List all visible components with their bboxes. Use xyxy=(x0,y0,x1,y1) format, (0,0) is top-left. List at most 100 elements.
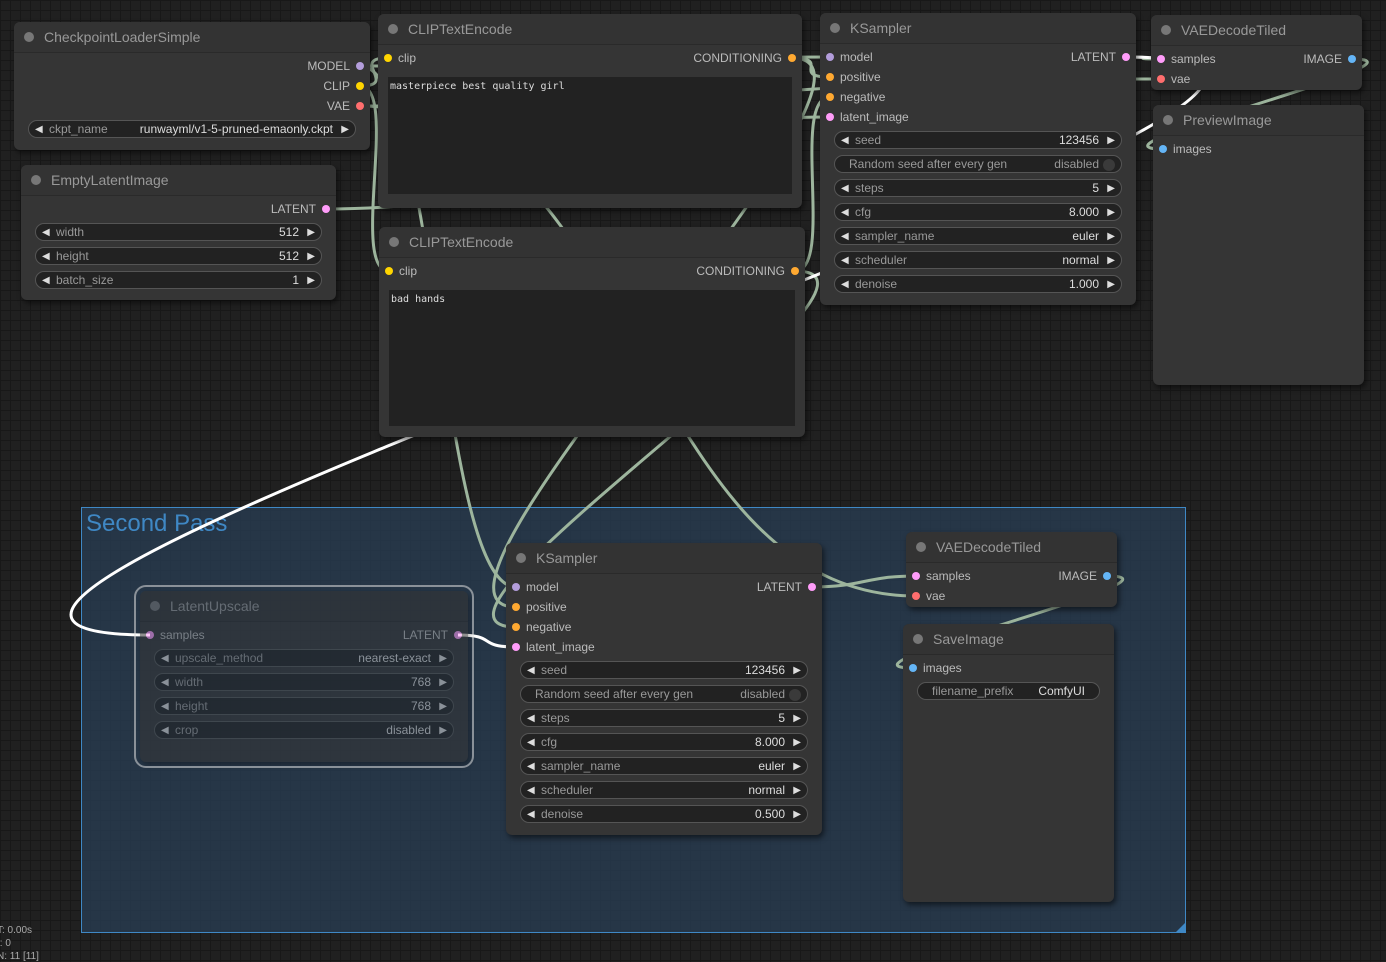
decrement-arrow-icon[interactable]: ◀ xyxy=(42,227,50,238)
decrement-arrow-icon[interactable]: ◀ xyxy=(527,737,535,748)
node-title-bar[interactable]: LatentUpscale xyxy=(140,591,468,622)
conditioning-slot-dot-icon[interactable] xyxy=(791,267,799,275)
node-title-bar[interactable]: KSampler xyxy=(820,13,1136,44)
increment-arrow-icon[interactable]: ▶ xyxy=(439,701,447,712)
decrement-arrow-icon[interactable]: ◀ xyxy=(841,183,849,194)
input-slot-negative[interactable]: negative xyxy=(512,619,571,635)
vae-slot-dot-icon[interactable] xyxy=(912,592,920,600)
node-title-bar[interactable]: CheckpointLoaderSimple xyxy=(14,22,370,53)
latent-slot-dot-icon[interactable] xyxy=(322,205,330,213)
node-title-bar[interactable]: PreviewImage xyxy=(1153,105,1364,136)
decrement-arrow-icon[interactable]: ◀ xyxy=(161,677,169,688)
clip-slot-dot-icon[interactable] xyxy=(356,82,364,90)
increment-arrow-icon[interactable]: ▶ xyxy=(793,737,801,748)
output-slot-IMAGE[interactable]: IMAGE xyxy=(1058,568,1111,584)
increment-arrow-icon[interactable]: ▶ xyxy=(307,251,315,262)
wire-negative-ks2[interactable] xyxy=(492,269,819,629)
increment-arrow-icon[interactable]: ▶ xyxy=(439,725,447,736)
conditioning-slot-dot-icon[interactable] xyxy=(512,623,520,631)
output-slot-MODEL[interactable]: MODEL xyxy=(307,58,364,74)
collapse-dot-icon[interactable] xyxy=(388,24,398,34)
increment-arrow-icon[interactable]: ▶ xyxy=(1107,135,1115,146)
collapse-dot-icon[interactable] xyxy=(1163,115,1173,125)
collapse-dot-icon[interactable] xyxy=(830,23,840,33)
wire-clip-encode2[interactable] xyxy=(359,84,390,273)
collapse-dot-icon[interactable] xyxy=(516,553,526,563)
model-slot-dot-icon[interactable] xyxy=(512,583,520,591)
input-slot-latent_image[interactable]: latent_image xyxy=(512,639,595,655)
input-slot-samples[interactable]: samples xyxy=(1157,51,1216,67)
decrement-arrow-icon[interactable]: ◀ xyxy=(527,785,535,796)
increment-arrow-icon[interactable]: ▶ xyxy=(307,275,315,286)
output-slot-IMAGE[interactable]: IMAGE xyxy=(1303,51,1356,67)
increment-arrow-icon[interactable]: ▶ xyxy=(1107,231,1115,242)
conditioning-slot-dot-icon[interactable] xyxy=(826,93,834,101)
decrement-arrow-icon[interactable]: ◀ xyxy=(841,279,849,290)
node-title-bar[interactable]: CLIPTextEncode xyxy=(379,227,805,258)
output-slot-LATENT[interactable]: LATENT xyxy=(271,201,330,217)
decrement-arrow-icon[interactable]: ◀ xyxy=(527,809,535,820)
latent-slot-dot-icon[interactable] xyxy=(826,113,834,121)
latent-slot-dot-icon[interactable] xyxy=(512,643,520,651)
prompt-textarea[interactable]: bad hands xyxy=(389,290,795,426)
clip-slot-dot-icon[interactable] xyxy=(384,54,392,62)
decrement-arrow-icon[interactable]: ◀ xyxy=(161,653,169,664)
decrement-arrow-icon[interactable]: ◀ xyxy=(161,701,169,712)
increment-arrow-icon[interactable]: ▶ xyxy=(307,227,315,238)
decrement-arrow-icon[interactable]: ◀ xyxy=(161,725,169,736)
collapse-dot-icon[interactable] xyxy=(150,601,160,611)
node-title-bar[interactable]: EmptyLatentImage xyxy=(21,165,336,196)
collapse-dot-icon[interactable] xyxy=(1161,25,1171,35)
output-slot-CLIP[interactable]: CLIP xyxy=(323,78,364,94)
input-slot-model[interactable]: model xyxy=(512,579,559,595)
vae-slot-dot-icon[interactable] xyxy=(356,102,364,110)
input-slot-latent_image[interactable]: latent_image xyxy=(826,109,909,125)
decrement-arrow-icon[interactable]: ◀ xyxy=(841,231,849,242)
wire-ks2-decode2[interactable] xyxy=(811,574,917,589)
toggle-knob-icon[interactable] xyxy=(789,689,801,701)
latent-slot-dot-icon[interactable] xyxy=(912,572,920,580)
latent-slot-dot-icon[interactable] xyxy=(1122,53,1130,61)
decrement-arrow-icon[interactable]: ◀ xyxy=(527,665,535,676)
input-slot-vae[interactable]: vae xyxy=(912,588,945,604)
node-title-bar[interactable]: VAEDecodeTiled xyxy=(906,532,1117,563)
decrement-arrow-icon[interactable]: ◀ xyxy=(841,255,849,266)
latent-slot-dot-icon[interactable] xyxy=(1157,55,1165,63)
group-title[interactable]: Second Pass xyxy=(86,510,228,537)
increment-arrow-icon[interactable]: ▶ xyxy=(439,653,447,664)
increment-arrow-icon[interactable]: ▶ xyxy=(1107,207,1115,218)
wire-decode1-preview[interactable] xyxy=(1146,57,1369,151)
image-slot-dot-icon[interactable] xyxy=(909,664,917,672)
input-slot-images[interactable]: images xyxy=(1159,141,1212,157)
increment-arrow-icon[interactable]: ▶ xyxy=(793,785,801,796)
output-slot-VAE[interactable]: VAE xyxy=(327,98,364,114)
increment-arrow-icon[interactable]: ▶ xyxy=(793,761,801,772)
increment-arrow-icon[interactable]: ▶ xyxy=(1107,279,1115,290)
conditioning-slot-dot-icon[interactable] xyxy=(788,54,796,62)
collapse-dot-icon[interactable] xyxy=(31,175,41,185)
increment-arrow-icon[interactable]: ▶ xyxy=(793,713,801,724)
increment-arrow-icon[interactable]: ▶ xyxy=(1107,183,1115,194)
